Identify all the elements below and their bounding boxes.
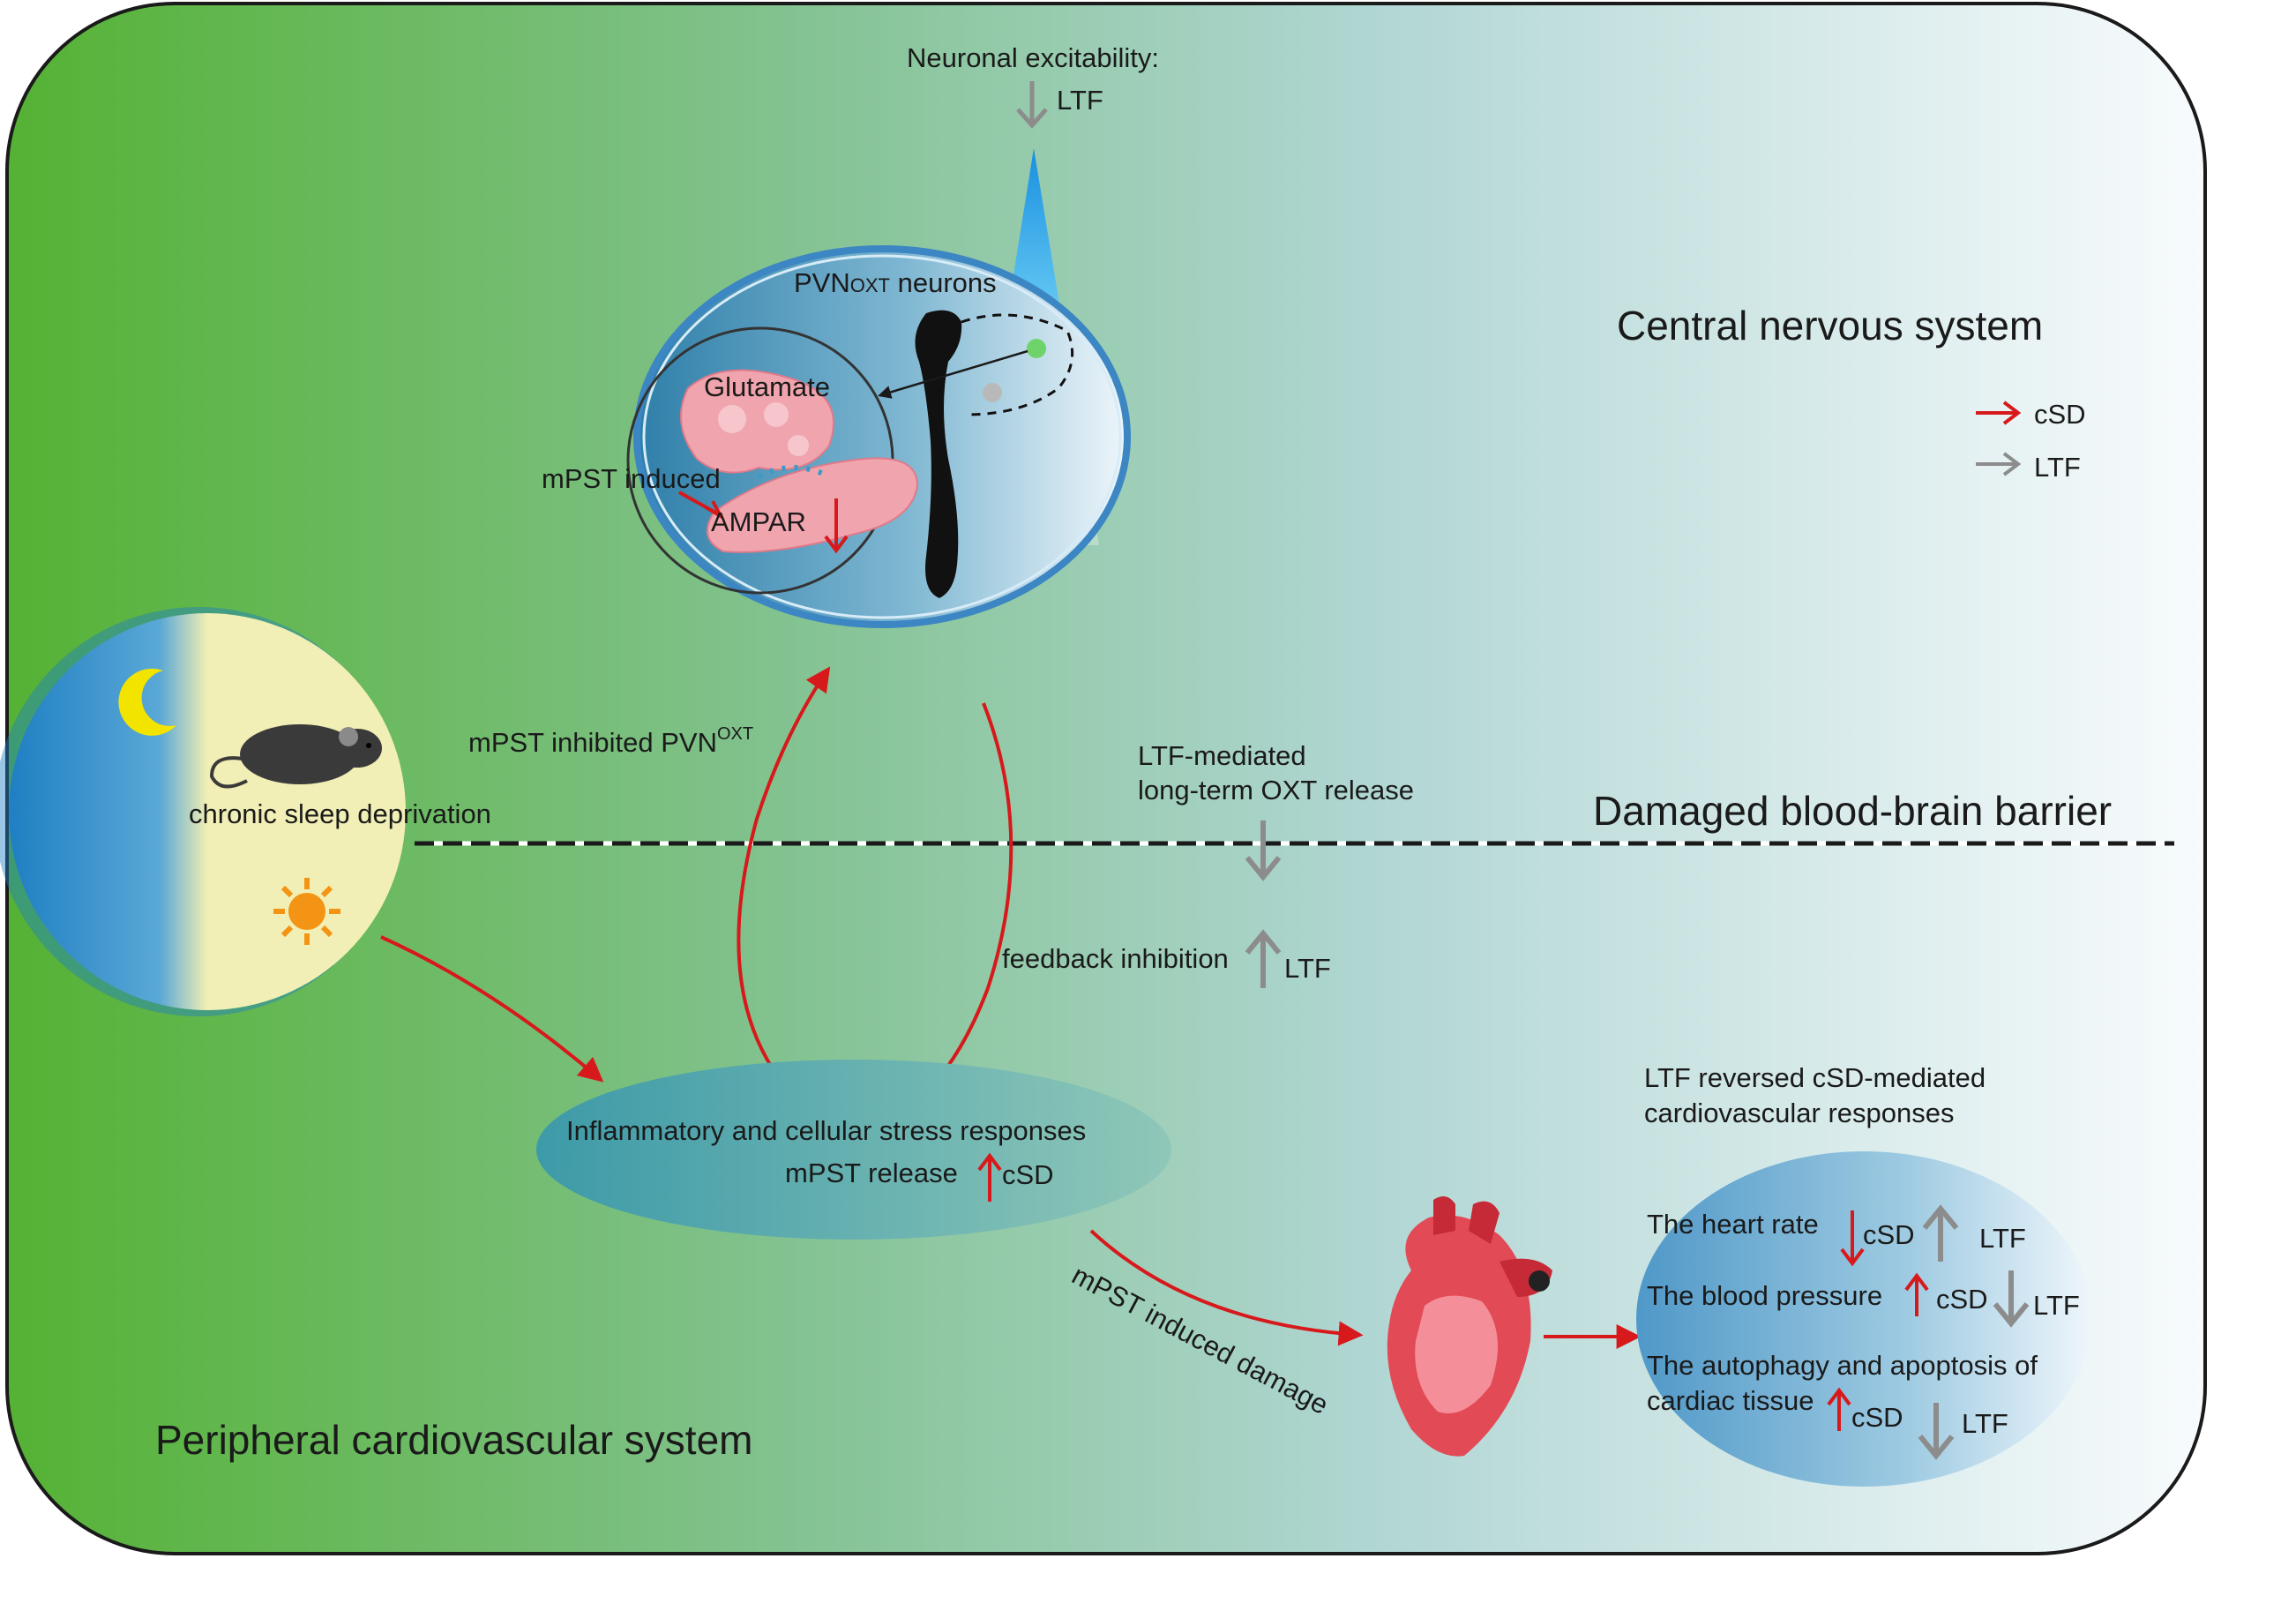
grey-down-arrow-icon [1245, 820, 1282, 881]
grey-cell-icon [983, 383, 1002, 402]
legend-ltf: LTF [2034, 452, 2081, 483]
blood-pressure-ltf: LTF [2033, 1290, 2080, 1321]
red-up-arrow-icon [1904, 1272, 1929, 1316]
central-nervous-system-title: Central nervous system [1617, 303, 2043, 348]
grey-down-arrow-icon [1918, 1403, 1955, 1460]
arrow-inflammation-to-heart [1089, 1229, 1364, 1346]
cardio-title-1: LTF reversed cSD-mediated [1644, 1062, 1986, 1093]
arrow-inflammation-to-neuron [737, 666, 831, 1103]
blood-pressure-csd: cSD [1936, 1284, 1988, 1315]
arrow-neuron-to-inflammation [917, 702, 1013, 1100]
cardio-title-2: cardiovascular responses [1644, 1098, 1955, 1128]
excitability-label: Neuronal excitability: [907, 42, 1159, 73]
inflammation-line1: Inflammatory and cellular stress respons… [566, 1115, 1086, 1146]
sleep-deprivation-circle [0, 607, 406, 1016]
blood-pressure-label: The blood pressure [1647, 1280, 1882, 1311]
red-right-arrow-icon [678, 491, 726, 521]
grey-down-arrow-icon [1993, 1270, 2030, 1328]
heart-rate-ltf: LTF [1979, 1223, 2026, 1254]
neuron-circle [626, 245, 1131, 628]
legend-csd: cSD [2034, 399, 2086, 430]
bbb-title: Damaged blood-brain barrier [1593, 788, 2112, 834]
arrow-sleep-to-inflammation [380, 935, 604, 1083]
heart-rate-csd: cSD [1863, 1219, 1915, 1250]
postsynaptic-terminal [707, 457, 919, 553]
red-down-arrow-icon [824, 498, 849, 554]
dashed-region [961, 313, 1074, 416]
sun-icon [273, 878, 340, 945]
heart-rate-label: The heart rate [1647, 1209, 1819, 1240]
inflammation-csd: cSD [1002, 1159, 1054, 1190]
grey-down-arrow-icon [1016, 81, 1048, 129]
glutamate-label: Glutamate [704, 371, 830, 402]
sleep-deprivation-label: chronic sleep deprivation [189, 798, 491, 829]
feedback-ltf: LTF [1284, 953, 1331, 984]
green-cell-icon [1027, 339, 1046, 358]
pvn-label: PVNOXT neurons [794, 267, 997, 298]
feedback-inhibition-label: feedback inhibition [1002, 943, 1229, 974]
autophagy-line1: The autophagy and apoptosis of [1647, 1350, 2038, 1381]
legend-grey-arrow-icon [1976, 452, 2022, 476]
heart-icon [1387, 1196, 1552, 1457]
peripheral-title: Peripheral cardiovascular system [155, 1417, 753, 1463]
inflammation-ellipse [536, 1060, 1171, 1240]
mpst-inhibited-label: mPST inhibited PVNOXT [468, 724, 753, 758]
legend-red-arrow-icon [1976, 401, 2022, 425]
mouse-icon [209, 724, 382, 789]
legend: cSD LTF [1976, 399, 2086, 483]
grey-up-arrow-icon [1245, 929, 1282, 988]
red-up-arrow-icon [977, 1152, 1002, 1202]
moon-icon [118, 668, 176, 736]
autophagy-ltf: LTF [1962, 1408, 2008, 1439]
mpst-induced-label: mPST induced [542, 463, 721, 494]
autophagy-csd: cSD [1851, 1402, 1903, 1433]
ltf-mediated-line2: long-term OXT release [1138, 775, 1414, 806]
ltf-mediated-line1: LTF-mediated [1138, 740, 1306, 771]
autophagy-line2: cardiac tissue [1647, 1385, 1814, 1416]
inflammation-line2: mPST release [785, 1158, 958, 1188]
cardio-ellipse [1636, 1151, 2091, 1487]
ampar-label: AMPAR [711, 506, 806, 537]
grey-up-arrow-icon [1922, 1204, 1959, 1262]
red-up-arrow-icon [1827, 1387, 1851, 1431]
excitability-ltf: LTF [1057, 85, 1103, 116]
red-down-arrow-icon [1840, 1210, 1865, 1267]
